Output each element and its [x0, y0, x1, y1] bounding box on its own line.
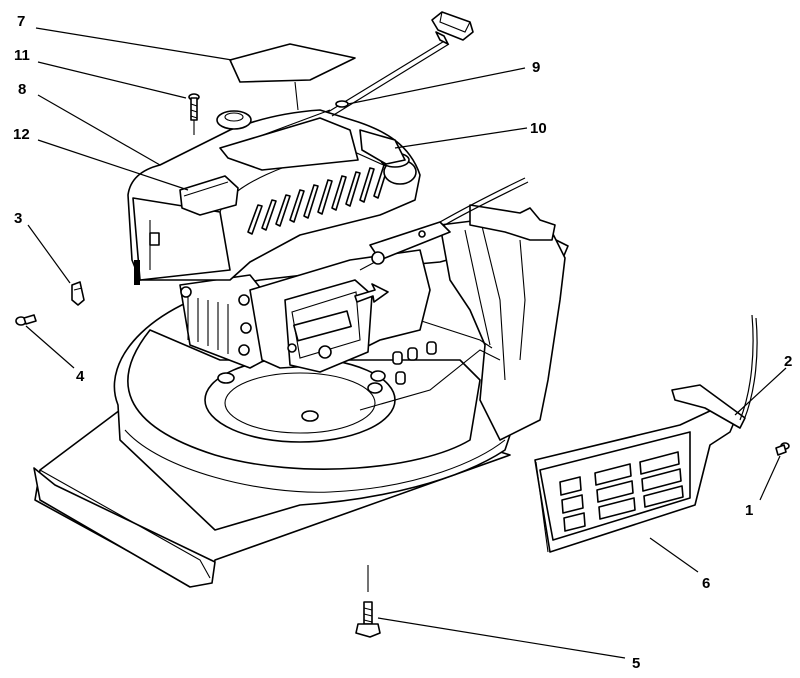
leader-lines	[25, 27, 787, 659]
callout-8: 8	[18, 81, 26, 98]
callout-7: 7	[17, 13, 25, 30]
callout-1: 1	[745, 502, 753, 519]
callout-2: 2	[784, 353, 792, 370]
screw-part-5	[355, 565, 381, 638]
shroud-vent-slots	[247, 164, 389, 235]
engine-assembly	[127, 11, 529, 373]
callout-11: 11	[14, 47, 30, 64]
decal-part-7	[229, 43, 356, 111]
mower-deck	[33, 204, 569, 588]
callout-4: 4	[76, 368, 85, 385]
callout-6: 6	[702, 575, 710, 592]
grille-slots	[559, 451, 684, 532]
clip-part-3	[71, 281, 85, 306]
callout-10: 10	[530, 120, 547, 137]
grille-part-6	[534, 314, 790, 553]
screw-part-4	[15, 314, 37, 326]
screw-part-11	[188, 93, 200, 135]
callout-3: 3	[14, 210, 22, 227]
callout-12: 12	[13, 126, 30, 143]
callout-labels: 7 11 8 12 3 4 9 10 2 1 6 5	[13, 13, 792, 672]
callout-9: 9	[532, 59, 540, 76]
callout-5: 5	[632, 655, 640, 672]
